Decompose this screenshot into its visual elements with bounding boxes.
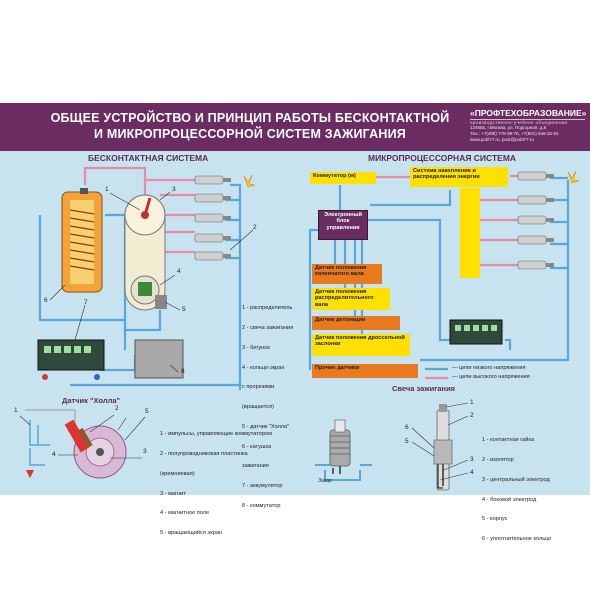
label-8: 8 [181, 368, 185, 375]
brand-tagline: производственно-учебное объединение [470, 120, 568, 125]
hall-label-3: 3 [143, 448, 147, 455]
right-section-title: МИКРОПРОЦЕССОРНАЯ СИСТЕМА [368, 153, 517, 163]
title-line-2: И МИКРОПРОЦЕССОРНОЙ СИСТЕМ ЗАЖИГАНИЯ [94, 127, 406, 141]
hall-leader-lines [19, 414, 146, 459]
legend-high-label: — цепи высокого напряжения [452, 374, 530, 380]
hall-legend-item: 5 - вращающийся экран [160, 530, 223, 537]
commutator-box: Коммутатор (м) [310, 172, 376, 184]
hall-label-1: 1 [14, 407, 18, 414]
distributor [124, 194, 167, 311]
title-banner [0, 103, 590, 151]
label-7: 7 [84, 299, 88, 306]
spark-plug-detail [315, 404, 453, 491]
label-1: 1 [105, 186, 109, 193]
spark-label-2: 2 [470, 412, 474, 419]
left-legend-item: зажигания [242, 463, 269, 470]
spark-label-4: 4 [470, 469, 474, 476]
left-leader-lines [49, 191, 254, 373]
hall-legend-item: 4 - магнитное поле [160, 510, 210, 517]
left-legend-item: 7 - аккумулятор [242, 483, 283, 490]
legend-low-label: — цепи низкого напряжения [452, 365, 526, 371]
spark-legend-item: 5 - корпус [482, 516, 508, 523]
battery [37, 339, 105, 380]
hall-label-5: 5 [145, 408, 149, 415]
hall-legend: 1 - импульсы, управляющие коммутатором 2… [160, 418, 272, 543]
left-legend-item: 3 - бегунок [242, 344, 270, 351]
brand-logo: «ПРОФТЕХОБРАЗОВАНИЕ» [470, 108, 587, 120]
right-battery [449, 319, 503, 345]
spark-leader-lines [411, 402, 469, 481]
hall-legend-item: 2 - полупроводниковая пластинка [160, 450, 248, 457]
left-legend-item: 5 - датчик "Холла" [242, 423, 290, 430]
label-2: 2 [253, 224, 257, 231]
left-section-title: БЕСКОНТАКТНАЯ СИСТЕМА [88, 153, 209, 163]
ecu-box: Электронный блок управления [318, 210, 368, 240]
left-legend-item: 4 - кольцо-экран [242, 364, 285, 371]
spark-legend-item: 1 - контактная гайка [482, 437, 535, 444]
legend-high-text: цепи высокого напряжения [459, 374, 530, 380]
sensor-throttle: Датчик положения дроссельной заслонки [312, 334, 410, 356]
hall-label-4: 4 [52, 451, 56, 458]
hall-legend-item: 1 - импульсы, управляющие коммутатором [160, 431, 272, 438]
spark-legend: 1 - контактная гайка 2 - изолятор 3 - це… [482, 424, 551, 549]
left-legend-item: с прорезями [242, 384, 275, 391]
spark-legend-item: 2 - изолятор [482, 456, 514, 463]
commutator-module [134, 339, 184, 379]
brand-block: «ПРОФТЕХОБРАЗОВАНИЕ» производственно-уче… [470, 108, 587, 143]
page-title: ОБЩЕЕ УСТРОЙСТВО И ПРИНЦИП РАБОТЫ БЕСКОН… [40, 110, 460, 142]
legend-low-text: цепи низкого напряжения [459, 365, 526, 371]
label-5: 5 [182, 306, 186, 313]
spark-label-6: 6 [405, 424, 409, 431]
left-legend: 1 - распределитель 2 - свеча зажигания 3… [242, 292, 293, 516]
label-4: 4 [177, 268, 181, 275]
brand-phone: Тел.: +7(495) 776-89-76, +7(901) 546-32-… [470, 131, 559, 136]
spark-legend-item: 3 - центральный электрод [482, 476, 550, 483]
sensor-crankshaft: Датчик положения коленчатого вала [312, 264, 382, 284]
hall-label-2: 2 [115, 405, 119, 412]
title-line-1: ОБЩЕЕ УСТРОЙСТВО И ПРИНЦИП РАБОТЫ БЕСКОН… [50, 111, 450, 125]
hall-sensor-drawing [25, 409, 127, 479]
storage-bar [460, 188, 480, 278]
brand-address: 124655, г.Москва, ул. Подгорная, д.8 [470, 125, 547, 130]
left-legend-item: 1 - распределитель [242, 305, 293, 312]
brand-web: www.pobl77.ru, post@pobl77.ru [470, 137, 534, 142]
left-legend-item: 6 - катушка [242, 443, 272, 450]
sensor-other: Прочие датчики [312, 364, 418, 378]
spark-title: Свеча зажигания [392, 384, 456, 393]
left-legend-item: 8 - коммутатор [242, 503, 281, 509]
storage-box: Система накопления и распределения энерг… [410, 167, 508, 187]
zazor-label: Зазор [318, 478, 332, 484]
label-6: 6 [44, 297, 48, 304]
hall-title: Датчик "Холла" [62, 396, 121, 405]
spark-legend-item: 6 - уплотнительное кольцо [482, 536, 552, 543]
sensor-camshaft: Датчик положения распределительного вала [312, 288, 390, 310]
spark-label-5: 5 [405, 438, 409, 445]
left-legend-item: 2 - свеча зажигания [242, 324, 294, 331]
ignition-coil [61, 188, 103, 293]
spark-legend-item: 4 - боковой электрод [482, 496, 537, 503]
left-legend-item: (вращается) [242, 404, 274, 411]
hall-legend-item: 3 - магнит [160, 490, 186, 497]
sensor-knock: Датчик детонации [312, 316, 400, 330]
left-spark-plugs [194, 174, 256, 261]
hall-legend-item: (кремниевая) [160, 470, 195, 477]
right-spark-plugs [517, 170, 580, 270]
spark-label-3: 3 [470, 456, 474, 463]
label-3: 3 [172, 186, 176, 193]
spark-label-1: 1 [470, 399, 474, 406]
